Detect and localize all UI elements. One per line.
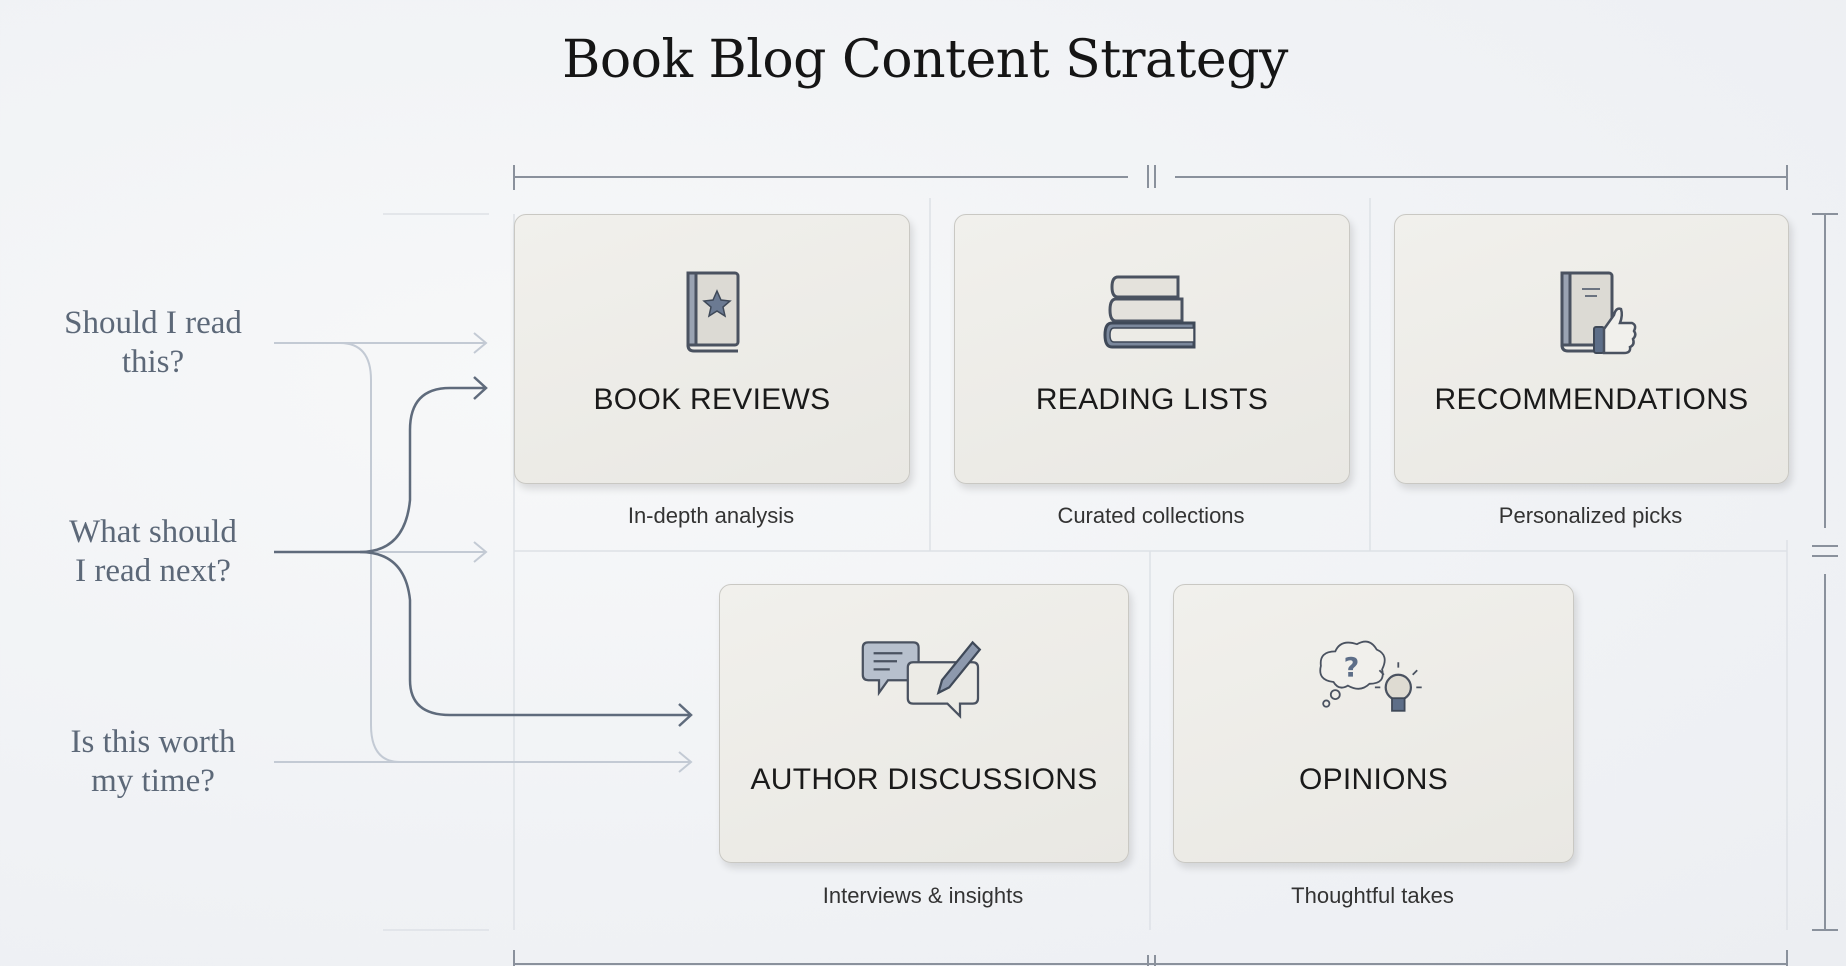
question-3: Is this worth my time? bbox=[33, 723, 273, 801]
main-arrow bbox=[274, 376, 693, 727]
svg-text:?: ? bbox=[1343, 653, 1359, 684]
question-2: What should I read next? bbox=[33, 513, 273, 591]
question-1-line1: Should I read bbox=[64, 305, 242, 341]
card-label: RECOMMENDATIONS bbox=[1434, 383, 1749, 416]
question-3-line1: Is this worth bbox=[70, 724, 236, 760]
card-subtitle: Personalized picks bbox=[1498, 503, 1683, 528]
card-label: AUTHOR DISCUSSIONS bbox=[750, 763, 1098, 796]
card-subtitle: In-depth analysis bbox=[627, 503, 795, 528]
grid-lines bbox=[383, 198, 1788, 931]
card-book-reviews[interactable]: BOOK REVIEWS bbox=[514, 214, 910, 484]
page-title: Book Blog Content Strategy bbox=[562, 30, 1288, 90]
card-subtitle: Thoughtful takes bbox=[1291, 883, 1454, 908]
card-opinions[interactable]: ? OPINIONS bbox=[1173, 584, 1574, 863]
dimension-brackets bbox=[513, 165, 1838, 966]
question-1: Should I read this? bbox=[33, 304, 273, 382]
thought-lightbulb-icon: ? bbox=[1318, 640, 1422, 712]
book-thumbs-up-icon bbox=[1560, 271, 1637, 355]
card-subtitle: Curated collections bbox=[1057, 503, 1245, 528]
question-2-line1: What should bbox=[69, 514, 237, 550]
card-label: READING LISTS bbox=[1035, 383, 1269, 416]
card-reading-lists[interactable]: READING LISTS bbox=[954, 214, 1350, 484]
card-label: BOOK REVIEWS bbox=[593, 383, 831, 416]
question-3-line2: my time? bbox=[91, 763, 215, 799]
question-2-line2: I read next? bbox=[75, 553, 231, 589]
book-stack-icon bbox=[1103, 275, 1196, 349]
question-1-line2: this? bbox=[121, 344, 185, 380]
card-subtitle: Interviews & insights bbox=[822, 883, 1024, 908]
chat-pen-icon bbox=[861, 640, 982, 719]
card-recommendations[interactable]: RECOMMENDATIONS bbox=[1394, 214, 1789, 484]
card-author-discussions[interactable]: AUTHOR DISCUSSIONS bbox=[719, 584, 1129, 863]
card-label: OPINIONS bbox=[1298, 763, 1449, 796]
book-star-icon bbox=[686, 271, 740, 353]
